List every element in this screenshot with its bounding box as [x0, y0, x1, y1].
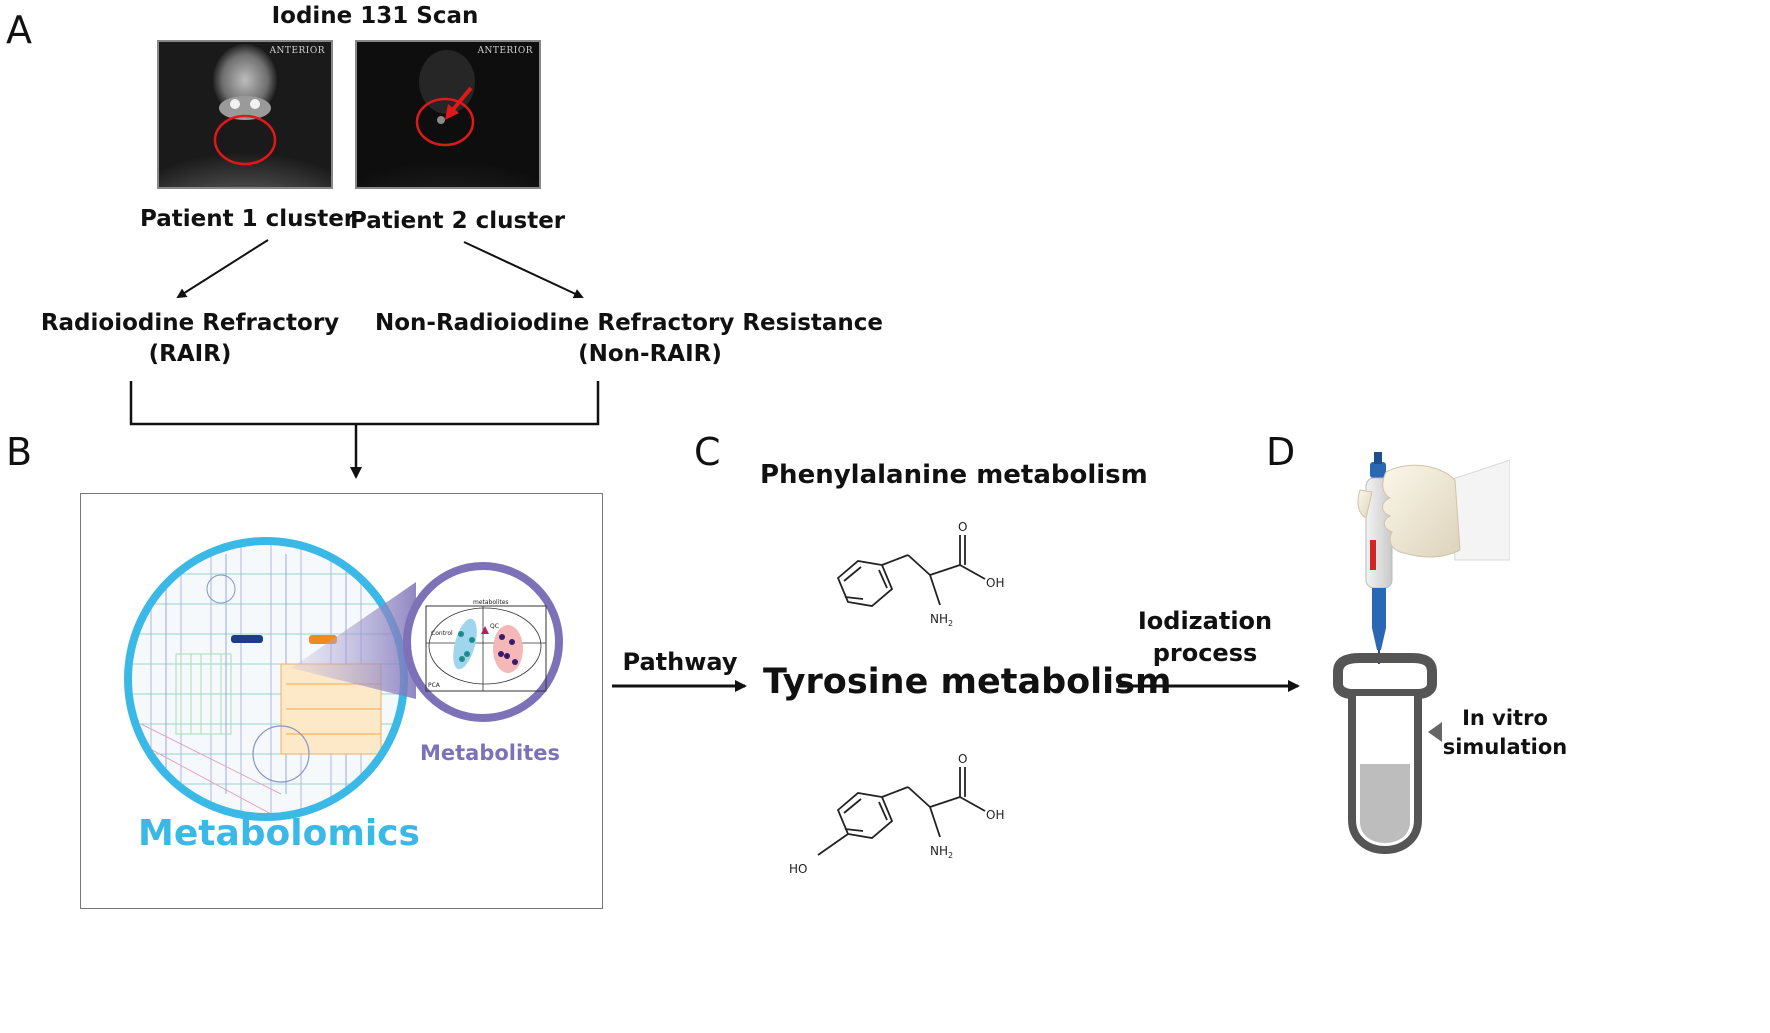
invitro-label-line1: In vitro [1462, 706, 1548, 730]
metabolomics-box: metabolites Control QC PCA [80, 493, 603, 909]
tyr-phenol-hydroxyl: HO [789, 862, 807, 876]
scan-image-patient-2: ANTERIOR [355, 40, 541, 189]
pca-control-label: Control [431, 630, 453, 637]
phe-oxygen: O [958, 520, 967, 534]
phe-amine: NH2 [930, 612, 953, 628]
pca-title: metabolites [473, 599, 509, 606]
patient-1-label: Patient 1 cluster [140, 206, 356, 232]
arrow-patient1-to-rair [176, 239, 269, 299]
panel-letter-c: C [694, 430, 721, 474]
metabolomics-label: Metabolomics [138, 813, 420, 854]
tyr-oxygen: O [958, 752, 967, 766]
panel-letter-a: A [6, 8, 32, 52]
pca-axis-label: PCA [428, 682, 441, 689]
panel-letter-b: B [6, 430, 33, 474]
phenylalanine-title: Phenylalanine metabolism [760, 460, 1148, 490]
scan-2-tag: ANTERIOR [477, 46, 533, 56]
arrow-patient2-to-nonrair [463, 241, 584, 299]
bracket-merge [129, 381, 600, 426]
rair-label-line1: Radioiodine Refractory [40, 310, 340, 336]
scan-title: Iodine 131 Scan [271, 3, 479, 29]
rair-label-line2: (RAIR) [148, 341, 232, 367]
invitro-label-line2: simulation [1442, 735, 1568, 759]
metabolomics-illustration: metabolites Control QC PCA [124, 537, 563, 821]
iodization-label-line2: process [1152, 639, 1258, 667]
panel-letter-d: D [1266, 430, 1296, 474]
tyrosine-title: Tyrosine metabolism [763, 662, 1172, 702]
iodization-label-line1: Iodization [1137, 607, 1273, 635]
scan-image-patient-1: ANTERIOR [157, 40, 333, 189]
tyr-hydroxyl: OH [986, 808, 1004, 822]
scan-1-tag: ANTERIOR [269, 46, 325, 56]
patient-2-label: Patient 2 cluster [350, 208, 566, 234]
pca-mini-plot: metabolites Control QC PCA [425, 599, 547, 692]
phenylalanine-structure: O OH NH2 [836, 520, 1004, 628]
pipette-and-tube-illustration [1333, 452, 1510, 854]
tyr-amine: NH2 [930, 844, 953, 860]
pathway-label: Pathway [622, 648, 738, 676]
nonrair-label-line2: (Non-RAIR) [578, 341, 722, 367]
metabolites-label: Metabolites [420, 741, 560, 765]
pca-qc-label: QC [490, 623, 499, 630]
nonrair-label-line1: Non-Radioiodine Refractory Resistance [375, 310, 884, 336]
scan-1-drawing [159, 42, 331, 187]
scan-2-drawing [357, 42, 539, 187]
tyrosine-structure: O OH NH2 HO [789, 752, 1004, 876]
phe-hydroxyl: OH [986, 576, 1004, 590]
